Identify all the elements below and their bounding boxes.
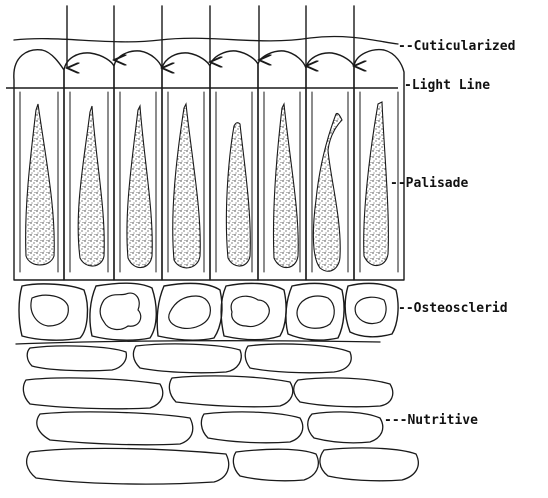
osteo-lumen <box>231 296 269 326</box>
lumen <box>173 104 201 268</box>
osteosclerid-cell <box>157 283 222 340</box>
nutritive-cell <box>233 449 318 481</box>
nutritive-cell <box>320 448 418 481</box>
osteosclerid-cell <box>221 283 286 339</box>
nutritive-cell <box>27 448 229 484</box>
nutritive-cell <box>27 346 126 371</box>
label-osteosclerid: --Osteosclerid <box>398 301 508 316</box>
osteosclerid-cell <box>345 283 398 336</box>
cuticle-outer-line <box>14 37 398 44</box>
osteo-lumen <box>31 295 68 326</box>
nutritive-cell <box>133 344 241 373</box>
label-cuticularized: --Cuticularized <box>398 39 515 54</box>
nutritive-cell <box>169 376 292 407</box>
osteosclerid-cell <box>19 284 87 340</box>
osteosclerid-lumens <box>31 293 386 329</box>
label-palisade: --Palisade <box>390 176 468 191</box>
osteo-lumen <box>355 297 386 323</box>
palisade-lumens <box>26 102 389 271</box>
nutritive-cell <box>308 412 383 443</box>
nutritive-cell <box>245 344 351 373</box>
nutritive-cell <box>37 412 193 445</box>
lumen <box>127 106 152 268</box>
osteosclerid-layer <box>19 283 398 340</box>
lumen <box>26 104 55 265</box>
label-light-line: -Light Line <box>404 78 490 93</box>
lumen <box>78 106 104 266</box>
osteo-lumen <box>169 296 211 328</box>
lumen <box>226 123 250 266</box>
osteo-lumen <box>297 296 334 328</box>
palisade-layer <box>14 50 404 280</box>
nutritive-cell <box>201 412 302 443</box>
lumen <box>364 102 389 266</box>
osteo-lumen <box>100 293 141 329</box>
lumen <box>273 104 298 268</box>
label-nutritive: ---Nutritive <box>384 413 478 428</box>
nutritive-layer <box>16 341 418 484</box>
nutritive-cell <box>294 378 393 407</box>
osteosclerid-cell <box>286 283 344 340</box>
lumen <box>313 113 342 271</box>
nutritive-row-line <box>16 341 380 344</box>
nutritive-cell <box>23 378 162 409</box>
